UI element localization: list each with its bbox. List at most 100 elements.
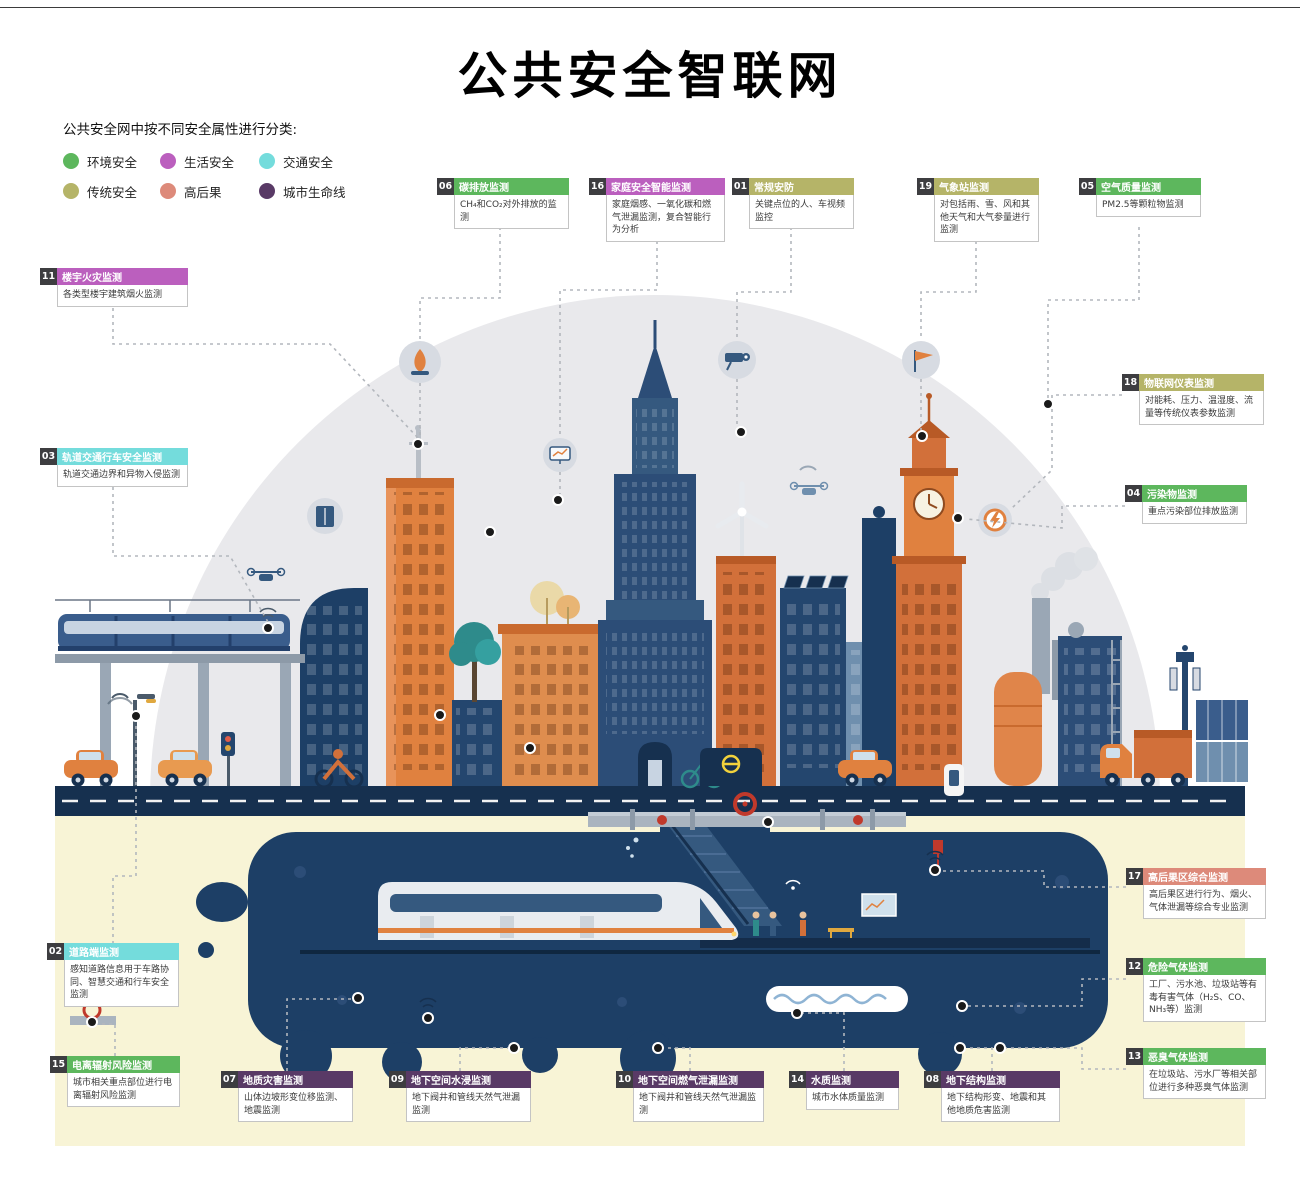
smoke xyxy=(1031,547,1098,601)
callout-number: 03 xyxy=(40,448,57,465)
sensor-dot-icon xyxy=(735,426,747,438)
motorcycle xyxy=(314,749,364,789)
callout-number: 19 xyxy=(917,178,934,195)
sensor-dot-icon xyxy=(86,1016,98,1028)
drone-right xyxy=(789,465,829,495)
underground-sensor-device xyxy=(933,840,943,866)
callout-body: 地下阀井和管线天然气泄漏监测 xyxy=(406,1088,531,1123)
person xyxy=(752,911,760,936)
callout-title: 地下空间水浸监测 xyxy=(406,1071,531,1088)
legend: 环境安全 生活安全 交通安全 传统安全 高后果 城市生命线 xyxy=(63,146,389,206)
sensor-dot-icon xyxy=(956,1000,968,1012)
legend-item-life: 生活安全 xyxy=(160,152,259,171)
legend-dot-environment xyxy=(63,153,79,169)
callout-number: 02 xyxy=(47,943,64,960)
callout-title: 家庭安全智能监测 xyxy=(606,178,725,195)
legend-dot-life xyxy=(160,153,176,169)
callout-title: 污染物监测 xyxy=(1142,485,1247,502)
sensor-dot-icon xyxy=(262,622,274,634)
subway-train xyxy=(300,882,1100,954)
sensor-dots xyxy=(86,398,1054,1054)
callout-number: 01 xyxy=(732,178,749,195)
callout-number: 10 xyxy=(616,1071,633,1088)
building-navy-narrow xyxy=(862,506,896,786)
callout-body: CH₄和CO₂对外排放的监测 xyxy=(454,195,569,230)
callout-number: 18 xyxy=(1122,374,1139,391)
callout-title: 物联网仪表监测 xyxy=(1139,374,1264,391)
drone-left xyxy=(246,567,286,581)
truck xyxy=(1100,730,1192,787)
legend-dot-high-consequence xyxy=(160,183,176,199)
callout-body: 对能耗、压力、温湿度、流量等传统仪表参数监测 xyxy=(1139,391,1264,426)
page-title: 公共安全智联网 xyxy=(457,47,843,105)
callout-body: PM2.5等颗粒物监测 xyxy=(1096,195,1201,217)
sensor-dot-icon xyxy=(954,1042,966,1054)
callout-body: 轨道交通边界和异物入侵监测 xyxy=(57,465,188,487)
building-orange-tower xyxy=(386,425,454,786)
legend-item-high-consequence: 高后果 xyxy=(160,182,259,201)
phone-kiosk xyxy=(944,764,964,796)
sensor-dot-icon xyxy=(352,992,364,1004)
callout-body: 重点污染部位排放监测 xyxy=(1142,502,1247,524)
callout-body: 家庭烟感、一氧化碳和燃气泄漏监测，复合智能行为分析 xyxy=(606,195,725,242)
callout-number: 06 xyxy=(437,178,454,195)
cctv-camera-icon xyxy=(718,341,756,379)
sensor-dot-icon xyxy=(762,816,774,828)
legend-item-traffic: 交通安全 xyxy=(259,152,389,171)
callout-title: 恶臭气体监测 xyxy=(1143,1048,1266,1065)
callout-title: 碳排放监测 xyxy=(454,178,569,195)
callout-number: 12 xyxy=(1126,958,1143,975)
legend-label: 交通安全 xyxy=(283,154,334,170)
callout-body: 工厂、污水池、垃圾站等有毒有害气体（H₂S、CO、NH₃等）监测 xyxy=(1143,975,1266,1022)
monorail xyxy=(55,599,305,786)
callout-body: 各类型楼宇建筑烟火监测 xyxy=(57,285,188,307)
legend-label: 环境安全 xyxy=(87,154,138,170)
escalator xyxy=(664,819,782,926)
sensor-dot-icon xyxy=(484,526,496,538)
callout-title: 水质监测 xyxy=(806,1071,899,1088)
callout-body: 地下结构形变、地震和其他地质危害监测 xyxy=(941,1088,1060,1123)
car-2 xyxy=(158,750,212,787)
callout-body: 城市相关重点部位进行电离辐射风险监测 xyxy=(67,1073,180,1108)
sensor-dot-icon xyxy=(552,494,564,506)
legend-label: 生活安全 xyxy=(184,154,235,170)
callout-body: 地下阀井和管线天然气泄漏监测 xyxy=(633,1088,764,1123)
building-clock-tower xyxy=(892,393,966,786)
legend-dot-traffic xyxy=(259,153,275,169)
building-curved-navy xyxy=(300,588,368,786)
callout-title: 地下空间燃气泄漏监测 xyxy=(633,1071,764,1088)
person xyxy=(769,911,777,936)
legend-dot-lifeline xyxy=(259,183,275,199)
cavern-decor xyxy=(294,837,1069,1014)
callout-title: 气象站监测 xyxy=(934,178,1039,195)
callout-title: 高后果区综合监测 xyxy=(1143,868,1266,885)
building-orange-low xyxy=(498,624,602,786)
callout-title: 空气质量监测 xyxy=(1096,178,1201,195)
callout-title: 常规安防 xyxy=(749,178,854,195)
building-navy-solar xyxy=(780,575,849,786)
legend-dot-traditional xyxy=(63,183,79,199)
callout-number: 14 xyxy=(789,1071,806,1088)
callout-body: 感知道路信息用于车路协同、智慧交通和行车安全监测 xyxy=(64,960,179,1007)
building-skyscraper xyxy=(598,320,712,786)
cell-tower xyxy=(1169,645,1201,786)
callout-title: 地下结构监测 xyxy=(941,1071,1060,1088)
callout-title: 电离辐射风险监测 xyxy=(67,1056,180,1073)
wind-turbine xyxy=(715,481,769,562)
connectors xyxy=(100,227,1140,1071)
callout-body: 关键点位的人、车视频监控 xyxy=(749,195,854,230)
sensor-dot-icon xyxy=(929,864,941,876)
